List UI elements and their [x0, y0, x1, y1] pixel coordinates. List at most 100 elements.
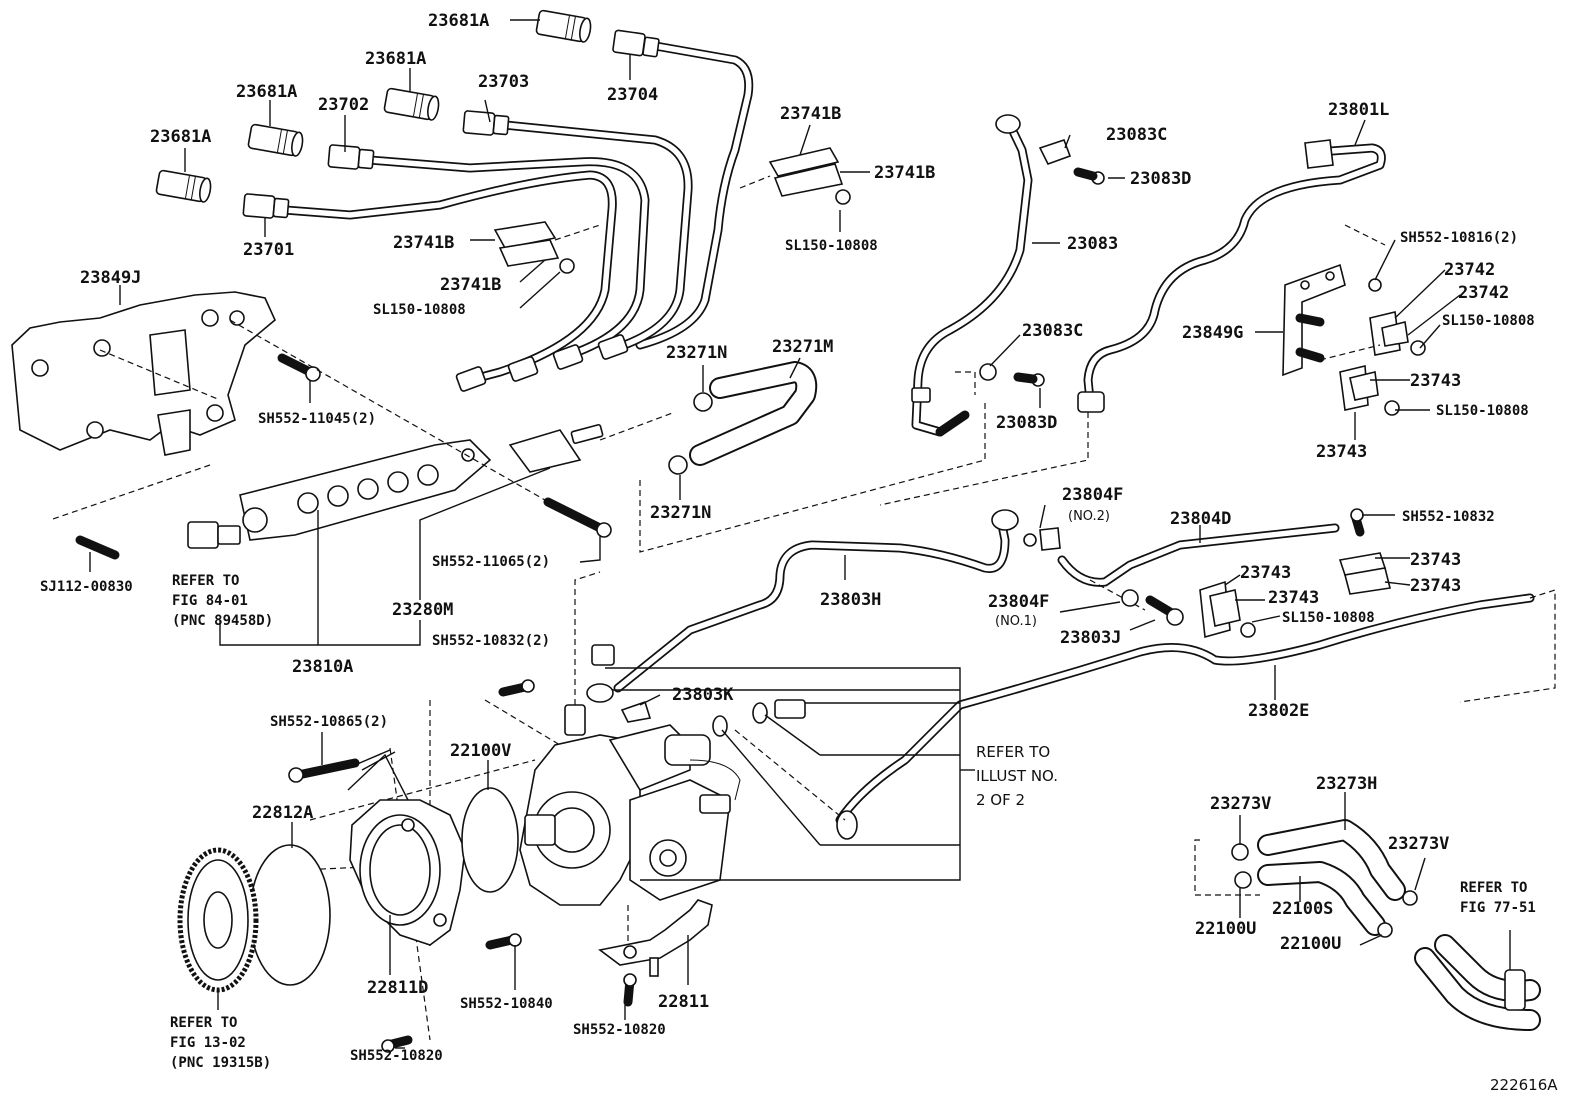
label-23804F-2: 23804F [1062, 485, 1123, 505]
label-23681A-2: 23681A [365, 49, 426, 69]
dashed-23083 [955, 371, 976, 395]
label-SH552-10820-b: SH552-10820 [573, 1022, 666, 1038]
label-22811D: 22811D [367, 978, 428, 998]
label-23701: 23701 [243, 240, 294, 260]
label-23743-6: 23743 [1268, 588, 1319, 608]
refer-illust-line1: REFER TO [976, 743, 1050, 761]
pipe-clamps-23741B [493, 147, 851, 274]
refer-illust-line3: 2 OF 2 [976, 791, 1025, 809]
label-SL150-10808-d: SL150-10808 [1436, 403, 1529, 419]
diagram-id: 222616A [1490, 1076, 1558, 1094]
dashed-23849G-2 [1319, 344, 1381, 361]
refer-fig8401-line1: REFER TO [172, 573, 239, 589]
label-22812A: 22812A [252, 803, 313, 823]
refer-fig1302-line3: (PNC 19315B) [170, 1055, 271, 1071]
drive-gear [177, 847, 259, 993]
bolts-upper-left [75, 353, 612, 560]
bracket-23849J [11, 291, 276, 456]
label-SH552-11045: SH552-11045(2) [258, 411, 376, 427]
label-23083D-1: 23083D [1130, 169, 1191, 189]
clamps-23743-mid [1199, 508, 1391, 639]
label-22100S: 22100S [1272, 899, 1333, 919]
label-23083D-2: 23083D [996, 413, 1057, 433]
label-23743-2: 23743 [1316, 442, 1367, 462]
supply-pump-22100V [519, 704, 741, 906]
pressure-limiter-23280M [508, 423, 604, 473]
pump-fittings [498, 644, 806, 737]
label-23681A-4: 23681A [150, 127, 211, 147]
label-23273V-2: 23273V [1388, 834, 1449, 854]
part-number-labels: 23681A 23704 23681A 23703 23681A 23702 2… [40, 11, 1535, 1064]
pipe-23804D [1057, 523, 1340, 626]
label-23802E: 23802E [1248, 701, 1309, 721]
refer-notes: REFER TO FIG 84-01 (PNC 89458D) REFER TO… [170, 573, 1536, 1071]
bracket-23849G [1282, 263, 1426, 416]
bracket-22811 [598, 899, 713, 977]
leader-lines [89, 19, 1461, 1049]
label-no1: (NO.1) [995, 614, 1037, 629]
label-SH552-10820-a: SH552-10820 [350, 1048, 443, 1064]
label-23743-1: 23743 [1410, 371, 1461, 391]
label-23743-3: 23743 [1410, 550, 1461, 570]
label-SL150-10808-a: SL150-10808 [785, 238, 878, 254]
pipe-23803H [613, 509, 1061, 693]
label-SL150-10808-e: SL150-10808 [1282, 610, 1375, 626]
pipe-23802E [835, 593, 1535, 840]
label-23810A: 23810A [292, 657, 353, 677]
flange-22811D [349, 799, 466, 946]
injection-pipes [242, 29, 754, 392]
label-23849J: 23849J [80, 268, 141, 288]
label-23083: 23083 [1067, 234, 1118, 254]
label-23741B-4: 23741B [440, 275, 501, 295]
refer-fig1302-line1: REFER TO [170, 1015, 237, 1031]
refer-fig7751-line1: REFER TO [1460, 880, 1527, 896]
refer-illust-line2: ILLUST NO. [976, 767, 1058, 785]
label-23702: 23702 [318, 95, 369, 115]
label-23280M: 23280M [392, 600, 453, 620]
label-23271M: 23271M [772, 337, 833, 357]
sleeve-23681A-group [155, 9, 592, 203]
label-22100U-2: 22100U [1280, 934, 1341, 954]
label-23804F-1: 23804F [988, 592, 1049, 612]
label-SH552-10832-a: SH552-10832 [1402, 509, 1495, 525]
label-23083C-1: 23083C [1106, 125, 1167, 145]
refer-illust-frame [605, 667, 961, 881]
label-no2: (NO.2) [1068, 509, 1110, 524]
label-22811: 22811 [658, 992, 709, 1012]
hose-23271M [668, 361, 818, 475]
oring-22100V [461, 787, 519, 893]
label-SH552-10816: SH552-10816(2) [1400, 230, 1518, 246]
dashed-leaders-upper-left [49, 319, 676, 521]
pipe-23801L [1077, 139, 1386, 413]
refer-fig8401-line3: (PNC 89458D) [172, 613, 273, 629]
label-23273V-1: 23273V [1210, 794, 1271, 814]
label-23704: 23704 [607, 85, 658, 105]
dashed-23802E [1459, 589, 1556, 703]
label-23741B-1: 23741B [780, 104, 841, 124]
pipe-23083 [911, 114, 1105, 437]
label-23743-5: 23743 [1410, 576, 1461, 596]
label-22100V: 22100V [450, 741, 511, 761]
label-SH552-10840: SH552-10840 [460, 996, 553, 1012]
label-SL150-10808-c: SL150-10808 [1442, 313, 1535, 329]
label-SL150-10808-b: SL150-10808 [373, 302, 466, 318]
label-SJ112-00830: SJ112-00830 [40, 579, 133, 595]
label-23742-2: 23742 [1458, 283, 1509, 303]
dashed-23801L [879, 412, 1089, 506]
common-rail-23810A [239, 439, 492, 541]
pressure-sensor [187, 521, 241, 549]
label-23681A-3: 23681A [236, 82, 297, 102]
label-23743-4: 23743 [1240, 563, 1291, 583]
refer-fig1302-line2: FIG 13-02 [170, 1035, 246, 1051]
label-23742-1: 23742 [1444, 260, 1495, 280]
label-SH552-10865: SH552-10865(2) [270, 714, 388, 730]
label-23741B-2: 23741B [874, 163, 935, 183]
label-23741B-3: 23741B [393, 233, 454, 253]
label-23803H: 23803H [820, 590, 881, 610]
label-23273H: 23273H [1316, 774, 1377, 794]
label-SH552-10832-b: SH552-10832(2) [432, 633, 550, 649]
label-23803K: 23803K [672, 685, 734, 705]
label-23271N-1: 23271N [666, 343, 727, 363]
oring-22812A [249, 844, 331, 986]
refer-fig8401-line2: FIG 84-01 [172, 593, 248, 609]
